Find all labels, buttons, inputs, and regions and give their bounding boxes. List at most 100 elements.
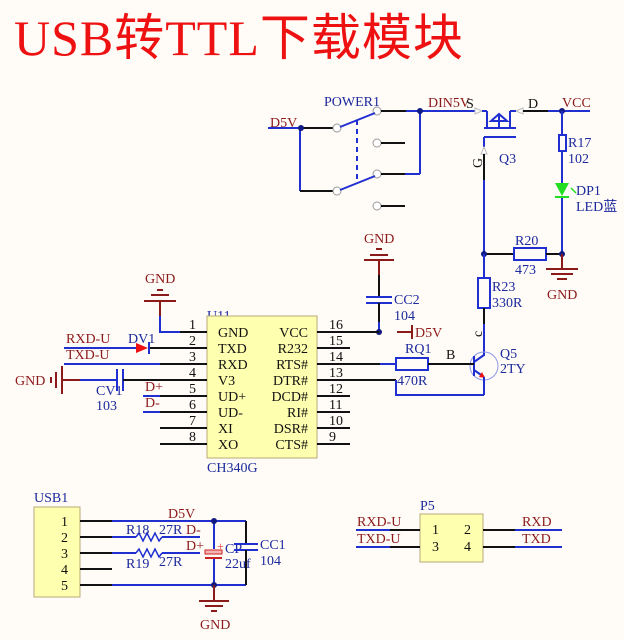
cp-polarity: + bbox=[217, 539, 224, 553]
net-label-gnd: GND bbox=[547, 288, 577, 303]
rq1-resistor[interactable]: RQ1 470R bbox=[395, 342, 431, 389]
power-switch-section: D5V POWER1 DIN5V bbox=[268, 95, 475, 211]
cc2-value: 104 bbox=[394, 309, 415, 324]
q5-transistor[interactable]: c B Q5 2TY bbox=[446, 331, 526, 381]
net-label-d5v: D5V bbox=[415, 326, 442, 341]
cc1-capacitor[interactable]: CC1 104 bbox=[234, 521, 286, 585]
cp-capacitor[interactable]: + CP 22uf bbox=[204, 521, 251, 585]
r20-value: 473 bbox=[515, 263, 536, 278]
capacitor-plate bbox=[204, 549, 223, 555]
transistor-collector bbox=[473, 354, 485, 363]
junction-dot bbox=[298, 125, 304, 131]
r17-resistor[interactable]: R17 102 bbox=[558, 134, 591, 167]
connector-pin-number: 4 bbox=[61, 563, 68, 578]
p5-pin-1: 1 bbox=[432, 523, 439, 538]
cp-designator: CP bbox=[225, 542, 242, 557]
ic-pin-name: DTR# bbox=[273, 374, 308, 389]
resistor-zigzag bbox=[135, 531, 163, 543]
net-label-d5v: D5V bbox=[168, 507, 195, 522]
ic-pin-number: 6 bbox=[189, 398, 196, 413]
ic-pin-number: 2 bbox=[189, 334, 196, 349]
p5-pin-4: 4 bbox=[464, 540, 471, 555]
gnd-symbol: GND bbox=[144, 272, 176, 316]
q5-value: 2TY bbox=[500, 362, 526, 377]
net-label-gnd: GND bbox=[15, 374, 45, 389]
r19-resistor[interactable]: R19 27R bbox=[126, 547, 183, 572]
p5-pin-3: 3 bbox=[432, 540, 439, 555]
power-switch-symbol[interactable]: POWER1 bbox=[324, 95, 405, 211]
ic-pin-name: R232 bbox=[278, 342, 308, 357]
ic-pin-name: UD+ bbox=[218, 390, 246, 405]
ic-pin-number: 9 bbox=[329, 430, 336, 445]
net-label-vcc: VCC bbox=[562, 96, 591, 111]
usb1-designator: USB1 bbox=[34, 491, 68, 506]
q3-pin-g: G bbox=[471, 158, 486, 168]
q5-designator: Q5 bbox=[500, 347, 517, 362]
dv1-diode[interactable]: DV1 bbox=[128, 332, 155, 354]
net-label-txd-u: TXD-U bbox=[66, 348, 110, 363]
pin-arrow-icon bbox=[474, 107, 484, 115]
net-label-gnd: GND bbox=[145, 272, 175, 287]
cc2-capacitor[interactable]: CC2 104 bbox=[366, 293, 420, 324]
switch-contact bbox=[372, 201, 382, 211]
pin-arrow-icon bbox=[514, 107, 524, 115]
cv1-designator: CV1 bbox=[96, 384, 122, 399]
ic-body bbox=[206, 315, 318, 459]
ic-pin-number: 10 bbox=[329, 414, 343, 429]
q3-pin-s: S bbox=[466, 97, 474, 112]
q3-pin-d: D bbox=[528, 97, 538, 112]
net-label-d-plus: D+ bbox=[186, 539, 204, 554]
u11-ch340g[interactable]: U11 CH340G 1GND2TXD3RXD4V35UD+6UD-7XI8XO… bbox=[180, 309, 350, 476]
dp1-value: LED蓝 bbox=[576, 199, 617, 215]
ic-pin-name: TXD bbox=[218, 342, 247, 357]
cv1-value: 103 bbox=[96, 399, 117, 414]
r20-resistor[interactable]: R20 473 bbox=[513, 234, 547, 278]
cc2-designator: CC2 bbox=[394, 293, 420, 308]
ic-pin-name: V3 bbox=[218, 374, 235, 389]
switch-contact bbox=[332, 186, 342, 196]
ic-pin-number: 16 bbox=[329, 318, 343, 333]
ic-pin-name: DSR# bbox=[274, 422, 308, 437]
gnd-symbol: GND bbox=[199, 585, 230, 633]
ic-pin-name: DCD# bbox=[271, 390, 308, 405]
ic-pin-number: 11 bbox=[329, 398, 342, 413]
ic-pin-name: RXD bbox=[218, 358, 248, 373]
p5-header[interactable]: P5 1 2 3 4 bbox=[419, 499, 484, 563]
net-label-d-minus: D- bbox=[186, 523, 201, 538]
pin-arrow-icon bbox=[480, 145, 488, 155]
connector-body bbox=[419, 513, 484, 563]
gnd-symbol: GND bbox=[364, 232, 394, 275]
r19-designator: R19 bbox=[126, 557, 149, 572]
ic-pin-number: 15 bbox=[329, 334, 343, 349]
net-label-rxd-u: RXD-U bbox=[357, 515, 401, 530]
gnd-symbol: GND bbox=[546, 254, 578, 303]
cc1-value: 104 bbox=[260, 554, 281, 569]
r18-resistor[interactable]: R18 27R bbox=[126, 523, 183, 543]
r23-resistor[interactable]: R23 330R bbox=[477, 277, 523, 311]
ic-pin-number: 12 bbox=[329, 382, 343, 397]
switch-lever bbox=[339, 175, 376, 191]
ic-pin-number: 4 bbox=[189, 366, 196, 381]
led-light-icon bbox=[570, 187, 577, 194]
cv1-capacitor[interactable]: CV1 103 bbox=[96, 369, 124, 414]
cc1-designator: CC1 bbox=[260, 538, 286, 553]
resistor-body bbox=[477, 277, 491, 309]
q3-designator: Q3 bbox=[499, 152, 516, 167]
ic-pin-name: UD- bbox=[218, 406, 243, 421]
ic-pin-number: 13 bbox=[329, 366, 343, 381]
q5-pin-c: c bbox=[471, 331, 486, 337]
net-label-d-minus: D- bbox=[145, 396, 160, 411]
junction-dot bbox=[211, 518, 217, 524]
rq1-value: 470R bbox=[397, 374, 428, 389]
wire bbox=[395, 380, 484, 396]
r18-value: 27R bbox=[159, 523, 183, 538]
dp1-led[interactable]: DP1 LED蓝 bbox=[555, 183, 617, 215]
net-label-txd-u: TXD-U bbox=[357, 532, 401, 547]
cp-value: 22uf bbox=[225, 557, 251, 572]
net-label-gnd: GND bbox=[200, 618, 230, 633]
r18-designator: R18 bbox=[126, 523, 149, 538]
ic-pin-number: 1 bbox=[189, 318, 196, 333]
q3-mosfet[interactable]: S D G Q3 bbox=[466, 97, 538, 180]
